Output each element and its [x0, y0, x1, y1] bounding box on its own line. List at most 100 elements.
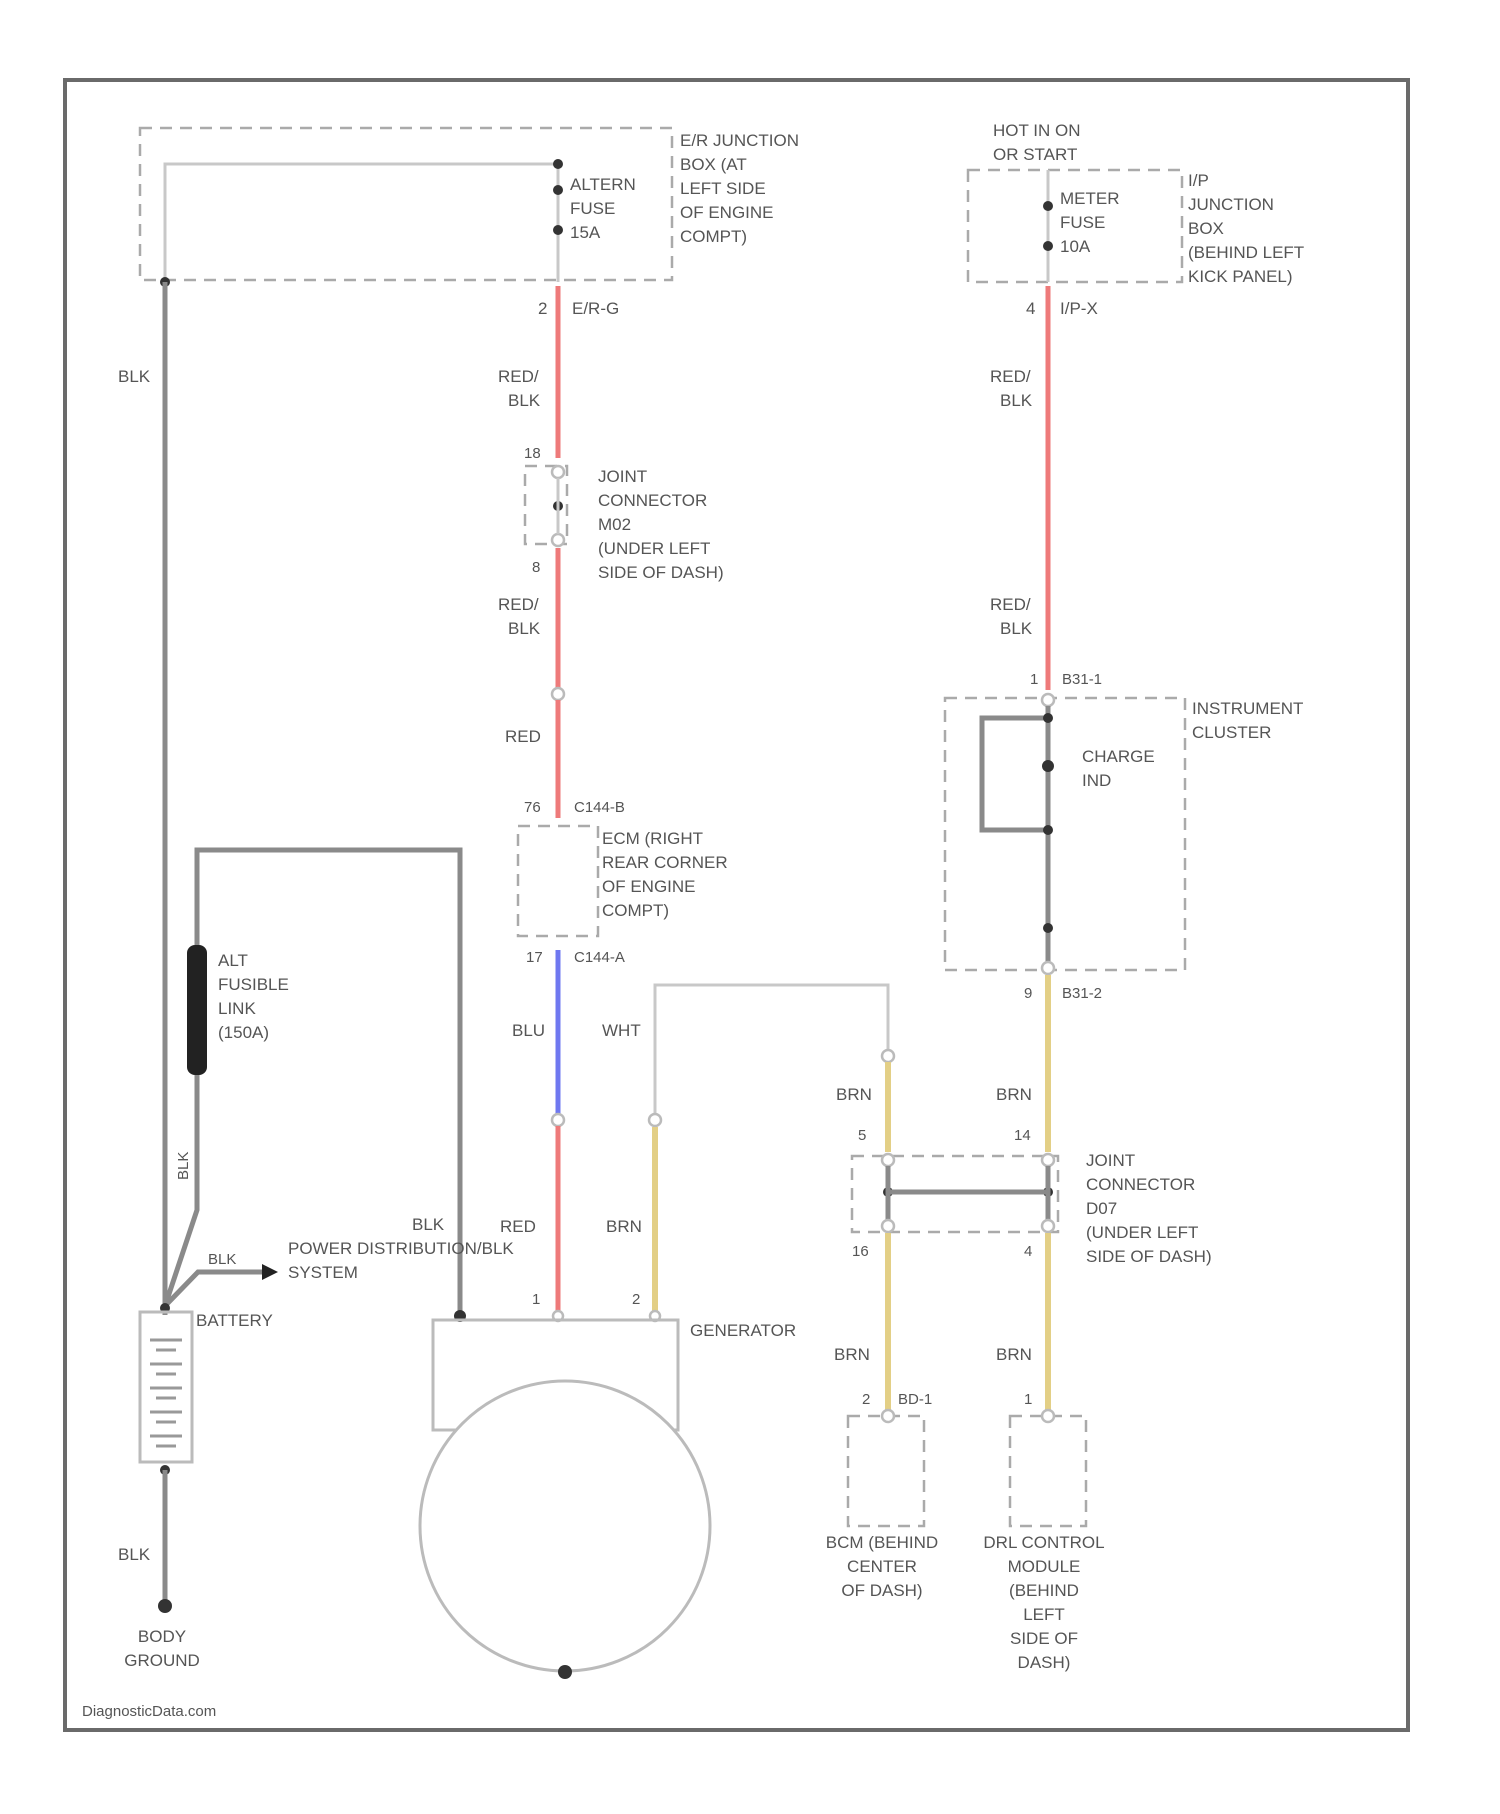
- svg-text:JOINT: JOINT: [1086, 1151, 1135, 1170]
- svg-text:I/P: I/P: [1188, 171, 1209, 190]
- ip-junction-box-label: I/P JUNCTION BOX (BEHIND LEFT KICK PANEL…: [1188, 171, 1304, 286]
- ecm-label: ECM (RIGHT REAR CORNER OF ENGINE COMPT): [602, 829, 728, 920]
- charge-ind-icon: [1042, 760, 1054, 772]
- svg-text:OF ENGINE: OF ENGINE: [680, 203, 774, 222]
- wire-label-red-blk-ip1b: BLK: [1000, 391, 1033, 410]
- inline-connector-red: [552, 688, 564, 700]
- d07-pin-right-top: 14: [1014, 1127, 1031, 1144]
- wire-label-blk-left-top: BLK: [118, 367, 151, 386]
- svg-text:(UNDER LEFT: (UNDER LEFT: [1086, 1223, 1198, 1242]
- meter-fuse-terminal-top: [1043, 201, 1053, 211]
- wire-label-blu: BLU: [512, 1021, 545, 1040]
- wire-label-blk-gen: BLK: [412, 1215, 445, 1234]
- er-g-pin-number: 2: [538, 299, 547, 318]
- svg-text:(150A): (150A): [218, 1023, 269, 1042]
- body-ground-icon: [158, 1599, 172, 1613]
- svg-text:(BEHIND LEFT: (BEHIND LEFT: [1188, 243, 1304, 262]
- svg-text:DRL CONTROL: DRL CONTROL: [983, 1533, 1104, 1552]
- body-ground-label: BODY GROUND: [124, 1627, 200, 1670]
- svg-text:CONNECTOR: CONNECTOR: [598, 491, 707, 510]
- svg-text:CLUSTER: CLUSTER: [1192, 723, 1271, 742]
- svg-text:LEFT SIDE: LEFT SIDE: [680, 179, 766, 198]
- cluster-top-connector: B31-1: [1062, 671, 1102, 688]
- bcm-label: BCM (BEHIND CENTER OF DASH): [826, 1533, 938, 1600]
- wire-label-blk-left-bottom: BLK: [118, 1545, 151, 1564]
- cluster-top-pin: 1: [1030, 671, 1038, 688]
- svg-text:SIDE OF: SIDE OF: [1010, 1629, 1078, 1648]
- wire-label-brn-mid-2: BRN: [834, 1345, 870, 1364]
- generator-body-icon: [420, 1381, 710, 1671]
- cluster-bottom-connector: B31-2: [1062, 985, 1102, 1002]
- wire-label-brn-right-2: BRN: [996, 1345, 1032, 1364]
- bcm-terminal: [882, 1410, 894, 1422]
- svg-text:ALT: ALT: [218, 951, 248, 970]
- svg-text:E/R JUNCTION: E/R JUNCTION: [680, 131, 799, 150]
- generator-ground-terminal: [558, 1665, 572, 1679]
- svg-text:ALTERN: ALTERN: [570, 175, 636, 194]
- svg-text:REAR CORNER: REAR CORNER: [602, 853, 728, 872]
- inline-connector-blu: [552, 1114, 564, 1126]
- wire-label-blk-fusible: BLK: [175, 1152, 192, 1180]
- svg-text:FUSE: FUSE: [1060, 213, 1105, 232]
- svg-text:CONNECTOR: CONNECTOR: [1086, 1175, 1195, 1194]
- ecm-bottom-connector: C144-A: [574, 949, 625, 966]
- inline-connector-wht-left: [649, 1114, 661, 1126]
- wire-blk-fusible-to-battery: [165, 1075, 197, 1306]
- charge-ind-label: CHARGE IND: [1082, 747, 1155, 790]
- cluster-splice-1: [1043, 713, 1053, 723]
- drl-control-module-box: [1010, 1416, 1086, 1526]
- generator-label: GENERATOR: [690, 1321, 796, 1340]
- wire-label-blk-power: BLK: [208, 1251, 236, 1268]
- svg-text:SIDE OF DASH): SIDE OF DASH): [1086, 1247, 1212, 1266]
- bcm-connector: BD-1: [898, 1391, 932, 1408]
- cluster-internal-loop: [982, 718, 1048, 830]
- battery-label: BATTERY: [196, 1311, 273, 1330]
- m02-terminal-top: [552, 466, 564, 478]
- bcm-box: [848, 1416, 924, 1526]
- wire-blk-power-distribution: [165, 1272, 262, 1306]
- d07-terminal-right-top: [1042, 1154, 1054, 1166]
- power-distribution-arrow-icon: [262, 1264, 278, 1280]
- instrument-cluster-label: INSTRUMENT CLUSTER: [1192, 699, 1303, 742]
- svg-text:M02: M02: [598, 515, 631, 534]
- svg-text:JOINT: JOINT: [598, 467, 647, 486]
- wire-label-brn-gen: BRN: [606, 1217, 642, 1236]
- ecm-top-pin: 76: [524, 799, 541, 816]
- bcm-pin: 2: [862, 1391, 870, 1408]
- generator-pin-b: 1: [532, 1291, 540, 1308]
- watermark: DiagnosticData.com: [82, 1703, 216, 1720]
- svg-text:COMPT): COMPT): [602, 901, 669, 920]
- svg-text:POWER DISTRIBUTION/BLK: POWER DISTRIBUTION/BLK: [288, 1239, 514, 1258]
- svg-text:IND: IND: [1082, 771, 1111, 790]
- cluster-splice-2: [1043, 825, 1053, 835]
- svg-text:MODULE: MODULE: [1008, 1557, 1081, 1576]
- drl-control-module-label: DRL CONTROL MODULE (BEHIND LEFT SIDE OF …: [983, 1533, 1104, 1672]
- svg-text:10A: 10A: [1060, 237, 1091, 256]
- alt-fusible-link: [187, 945, 207, 1075]
- cluster-bottom-pin: 9: [1024, 985, 1032, 1002]
- svg-text:LINK: LINK: [218, 999, 256, 1018]
- svg-text:KICK PANEL): KICK PANEL): [1188, 267, 1293, 286]
- svg-text:COMPT): COMPT): [680, 227, 747, 246]
- er-junction-box-label: E/R JUNCTION BOX (AT LEFT SIDE OF ENGINE…: [680, 131, 799, 246]
- svg-text:FUSE: FUSE: [570, 199, 615, 218]
- svg-text:BOX (AT: BOX (AT: [680, 155, 747, 174]
- svg-text:OF DASH): OF DASH): [841, 1581, 922, 1600]
- wire-label-red-blk-1a: RED/: [498, 367, 539, 386]
- drl-pin: 1: [1024, 1391, 1032, 1408]
- d07-pin-left-top: 5: [858, 1127, 866, 1144]
- wire-label-red-blk-ip2a: RED/: [990, 595, 1031, 614]
- m02-pin-bottom: 8: [532, 559, 540, 576]
- meter-fuse-label: METER FUSE 10A: [1060, 189, 1120, 256]
- d07-terminal-left-top: [882, 1154, 894, 1166]
- cluster-terminal-top: [1042, 694, 1054, 706]
- svg-text:DASH): DASH): [1018, 1653, 1071, 1672]
- altern-fuse-terminal: [553, 185, 563, 195]
- wire-label-wht: WHT: [602, 1021, 641, 1040]
- svg-text:LEFT: LEFT: [1023, 1605, 1065, 1624]
- d07-internal-bus: [888, 1166, 1048, 1222]
- svg-text:FUSIBLE: FUSIBLE: [218, 975, 289, 994]
- joint-connector-m02-label: JOINT CONNECTOR M02 (UNDER LEFT SIDE OF …: [598, 467, 724, 582]
- hot-in-on-label: HOT IN ON OR START: [993, 121, 1081, 164]
- meter-fuse-terminal-bottom: [1043, 241, 1053, 251]
